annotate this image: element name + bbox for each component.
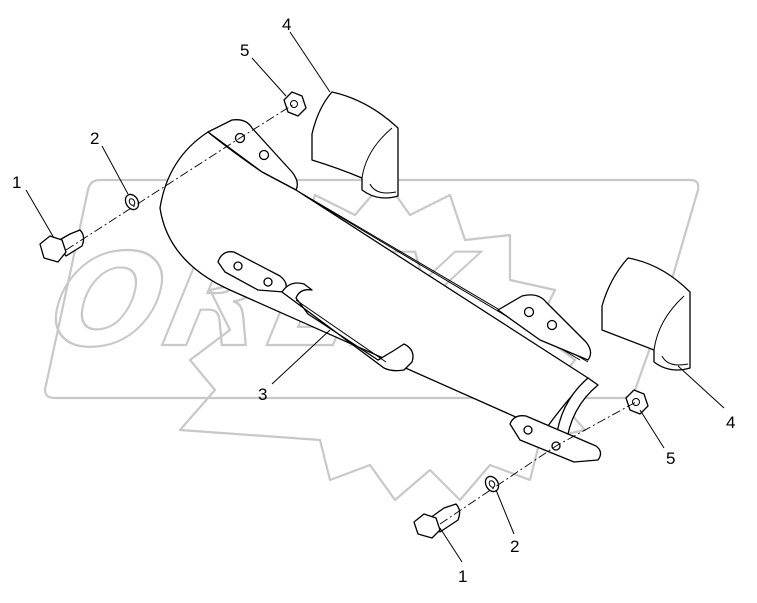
sleeve-lower-inner	[653, 295, 685, 351]
sleeve-upper-shape	[311, 91, 399, 199]
assembly-axis-upper	[65, 103, 295, 251]
nut-lower	[625, 389, 649, 415]
sleeve-upper-inner	[361, 127, 393, 179]
body-shell	[159, 131, 589, 431]
washer-upper-hole	[128, 198, 136, 206]
half-sleeve-upper	[311, 91, 399, 199]
flange-upper-right	[497, 294, 592, 361]
leader-2a	[101, 145, 129, 195]
flange-hole	[258, 149, 270, 161]
sleeve-lower-shape	[601, 257, 691, 371]
half-sleeve-lower	[601, 257, 691, 371]
leader-1a	[25, 189, 55, 239]
bolt-lower	[413, 503, 461, 539]
callout-3: 3	[258, 385, 267, 404]
callout-2-upper: 2	[90, 129, 99, 148]
assembly-axis-lower	[439, 401, 637, 525]
washer-lower	[484, 475, 500, 493]
nut-lower-hole	[632, 398, 640, 406]
sleeve-lower-rim	[661, 355, 689, 366]
callout-1-lower: 1	[458, 567, 467, 586]
callout-5-lower: 5	[666, 449, 675, 468]
callout-5-upper: 5	[240, 41, 249, 60]
nut-lower-hex	[625, 389, 649, 415]
callout-4-upper: 4	[282, 15, 291, 34]
flange-hole	[523, 306, 535, 318]
nut-upper-hole	[290, 100, 298, 108]
bolt-head	[413, 513, 441, 539]
leader-4b	[677, 365, 725, 409]
washer-lower-hole	[488, 480, 496, 488]
callout-1-upper: 1	[12, 173, 21, 192]
watermark-plate	[43, 178, 700, 400]
washer-upper	[124, 193, 140, 211]
callout-4-lower: 4	[726, 413, 735, 432]
flange-upper-left	[207, 119, 298, 191]
sleeve-upper-rim	[369, 183, 397, 194]
callout-labels: 1 2 5 4 3 4 5 2 1	[12, 15, 735, 586]
callout-2-lower: 2	[510, 537, 519, 556]
nut-upper-hex	[283, 91, 307, 117]
leader-3	[271, 329, 331, 385]
flange-hole	[233, 261, 243, 271]
leader-1b	[439, 527, 463, 563]
bolt-upper	[39, 229, 85, 263]
leader-4a	[289, 31, 331, 93]
flange-hole	[546, 319, 558, 331]
clamp-body	[159, 119, 602, 463]
leader-lines	[25, 31, 725, 563]
flange-lower-right	[509, 415, 602, 463]
leader-5a	[251, 57, 287, 97]
nut-upper	[283, 91, 307, 117]
leader-2b	[495, 489, 515, 535]
handle-edge	[295, 299, 387, 363]
handle	[281, 282, 414, 372]
flange-hole	[523, 425, 533, 435]
leader-5b	[639, 409, 665, 449]
flange-hole	[263, 277, 273, 287]
bolt-head	[39, 235, 67, 263]
